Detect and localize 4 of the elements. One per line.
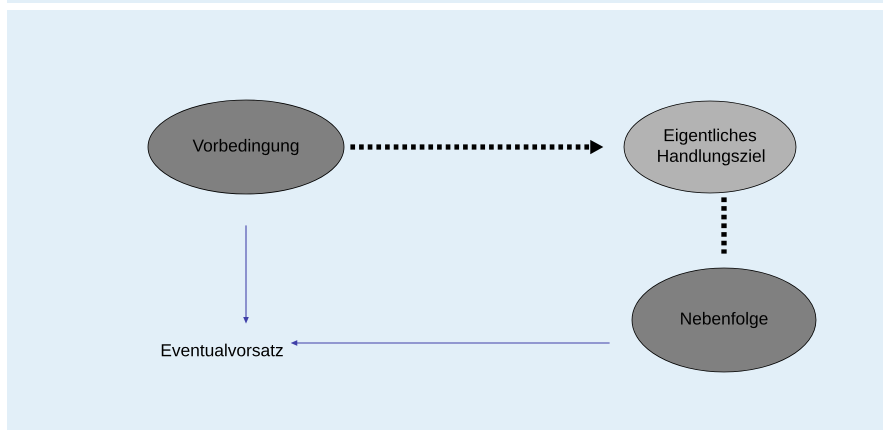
ellipse-node: Eigentliches Handlungsziel [624, 100, 796, 194]
ellipse-node: Vorbedingung [148, 100, 344, 194]
text-label: Eventualvorsatz [162, 344, 283, 356]
ellipse-node: Nebenfolge [632, 268, 816, 372]
